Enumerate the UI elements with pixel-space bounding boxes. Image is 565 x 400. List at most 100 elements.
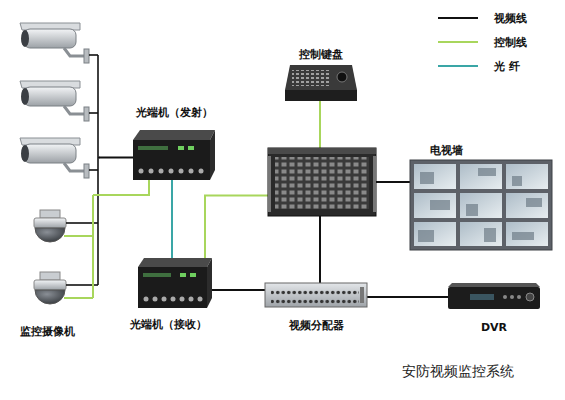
bullet-camera bbox=[84, 49, 89, 63]
tv-wall bbox=[512, 176, 522, 186]
tv-wall bbox=[506, 193, 548, 218]
optical-transmitter bbox=[139, 169, 144, 174]
tv-wall bbox=[506, 164, 548, 189]
optical-transmitter bbox=[133, 140, 210, 180]
legend-row: 控制线 bbox=[436, 30, 527, 54]
tv-wall bbox=[414, 222, 456, 246]
tv-wall bbox=[506, 222, 548, 246]
legend-text: 光 纤 bbox=[494, 59, 520, 74]
dvr-recorder bbox=[448, 283, 540, 287]
optical-receiver bbox=[171, 297, 176, 302]
legend-line-sample bbox=[438, 41, 478, 43]
legend-row: 视频线 bbox=[436, 6, 527, 30]
matrix-switcher bbox=[268, 148, 376, 154]
optical-receiver bbox=[162, 297, 167, 302]
control-line bbox=[205, 196, 268, 258]
optical-transmitter bbox=[169, 169, 174, 174]
video-wire bbox=[97, 55, 99, 285]
optical-receiver bbox=[138, 258, 212, 308]
dome-camera bbox=[34, 218, 66, 228]
video-distributor bbox=[271, 286, 359, 304]
dome-camera bbox=[40, 272, 60, 280]
matrix-switcher bbox=[268, 148, 376, 216]
optical-receiver bbox=[198, 297, 203, 302]
dome-camera bbox=[34, 272, 66, 304]
dvr-recorder bbox=[448, 283, 540, 309]
optical-transmitter bbox=[199, 169, 204, 174]
optical-transmitter bbox=[210, 130, 215, 180]
optical-receiver bbox=[190, 273, 196, 277]
tv-wall bbox=[418, 230, 434, 242]
dome-camera bbox=[35, 228, 65, 242]
video-distributor bbox=[360, 287, 364, 303]
node-label: 电视墙 bbox=[430, 144, 463, 157]
video-wire bbox=[89, 169, 98, 171]
video-distributor bbox=[265, 283, 367, 307]
dvr-recorder bbox=[526, 293, 534, 301]
tv-wall-box: 电视墙 bbox=[410, 160, 552, 250]
control-keyboard-box: 控制键盘 bbox=[285, 65, 357, 101]
control-wire bbox=[64, 235, 93, 237]
video-line bbox=[376, 181, 410, 183]
legend-line-sample bbox=[438, 17, 478, 19]
control-keyboard bbox=[285, 90, 357, 101]
node-label: 光端机（接收） bbox=[130, 318, 207, 331]
video-line bbox=[99, 157, 133, 159]
optical-transmitter bbox=[133, 130, 215, 180]
tv-wall bbox=[466, 204, 478, 216]
node-label: DVR bbox=[481, 321, 507, 334]
video-wire bbox=[66, 55, 100, 285]
bullet-camera bbox=[20, 81, 89, 121]
optical-receiver bbox=[189, 297, 194, 302]
tv-wall bbox=[410, 160, 552, 250]
legend-text: 控制线 bbox=[494, 35, 527, 50]
control-line bbox=[99, 180, 149, 195]
bullet-camera bbox=[24, 87, 76, 106]
dvr-recorder bbox=[503, 295, 507, 299]
diagram-caption: 安防视频监控系统 bbox=[402, 363, 514, 381]
dvr-recorder bbox=[470, 294, 494, 300]
video-line bbox=[212, 289, 265, 291]
legend-row: 光 纤 bbox=[436, 54, 527, 78]
fiber-line bbox=[171, 180, 173, 258]
control-wire bbox=[92, 195, 94, 298]
dvr-recorder bbox=[517, 295, 521, 299]
optical-receiver bbox=[180, 297, 185, 302]
tv-wall bbox=[414, 193, 456, 218]
tv-wall bbox=[414, 164, 456, 189]
optical-receiver bbox=[138, 267, 207, 308]
node-label: 控制键盘 bbox=[299, 48, 343, 61]
camera-group: 监控摄像机 bbox=[12, 20, 99, 315]
control-wire bbox=[93, 194, 100, 196]
optical-transmitter bbox=[133, 130, 215, 140]
bullet-camera bbox=[64, 106, 86, 114]
tv-wall bbox=[418, 168, 542, 242]
control-keyboard bbox=[285, 65, 357, 101]
optical-transmitter bbox=[179, 169, 184, 174]
legend-line-sample bbox=[436, 61, 480, 71]
control-wire bbox=[64, 297, 93, 299]
legend-text: 视频线 bbox=[494, 11, 527, 26]
dome-camera bbox=[34, 280, 66, 290]
tv-wall bbox=[430, 200, 450, 210]
legend-line-sample bbox=[438, 65, 478, 67]
optical-receiver bbox=[144, 297, 149, 302]
legend-line-sample bbox=[436, 13, 480, 23]
video-distributor-box: 视频分配器 bbox=[265, 283, 367, 307]
optical-transmitter bbox=[189, 169, 194, 174]
video-wire bbox=[98, 157, 100, 159]
tv-wall bbox=[526, 198, 542, 207]
bullet-camera bbox=[24, 144, 76, 163]
control-wire bbox=[64, 195, 100, 298]
legend-line-sample bbox=[436, 37, 480, 47]
dome-camera bbox=[35, 290, 65, 304]
control-line bbox=[319, 101, 321, 148]
bullet-camera bbox=[20, 23, 89, 63]
bullet-camera bbox=[21, 88, 29, 105]
bullet-camera bbox=[64, 48, 86, 56]
bullet-camera bbox=[84, 164, 89, 178]
optical-transmitter bbox=[188, 146, 194, 150]
matrix-switcher-box bbox=[268, 148, 376, 216]
